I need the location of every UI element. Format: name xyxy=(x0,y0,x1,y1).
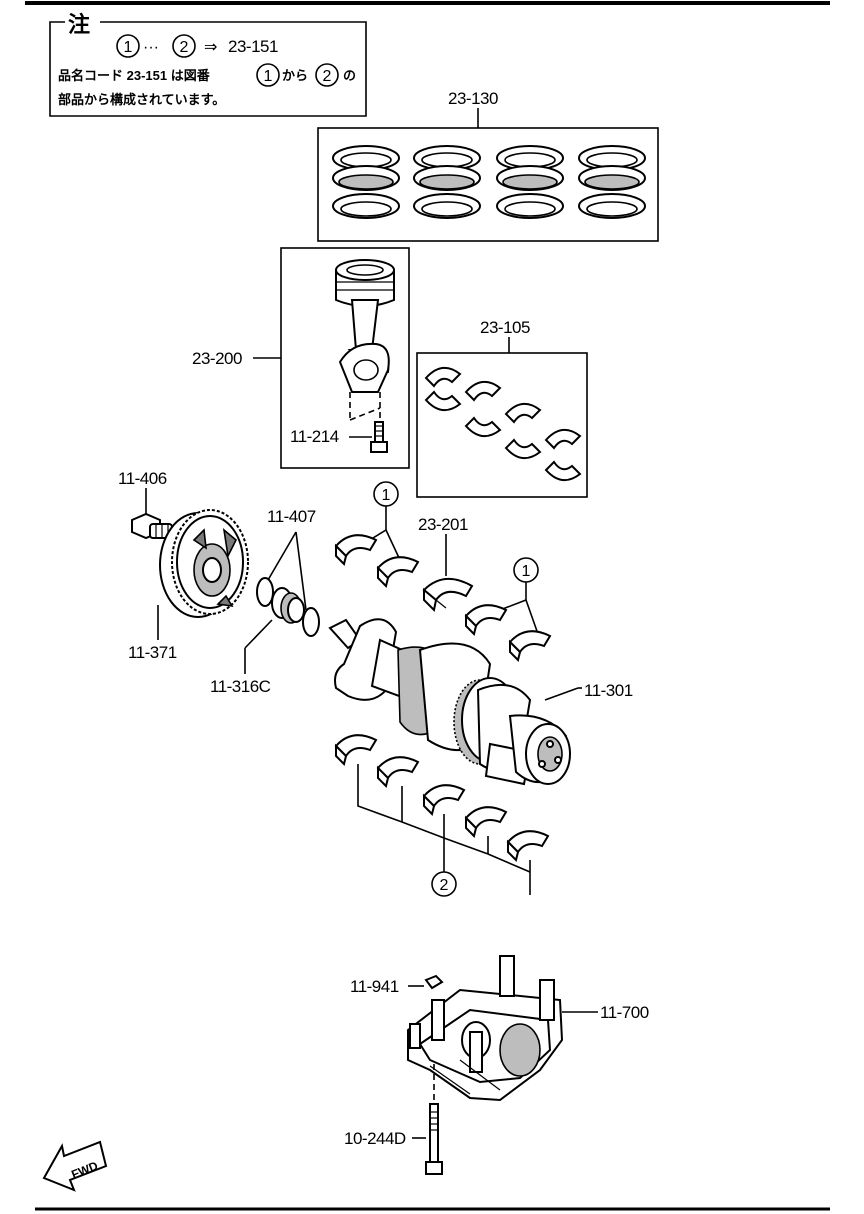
label-11-407: 11-407 xyxy=(267,507,316,526)
piston-connecting-rod-group: 23-200 11-214 xyxy=(192,247,410,469)
note-line2-c: の xyxy=(343,68,356,83)
upper-main-bearing-group: 1 23-201 1 xyxy=(334,481,552,662)
crankshaft xyxy=(328,618,571,786)
note-heading: 注 xyxy=(68,12,90,37)
main-bearing-lower-3 xyxy=(422,784,466,816)
note-line2-b: から xyxy=(282,68,308,83)
piston-ring-set-3 xyxy=(496,145,564,219)
main-bearing-upper-3 xyxy=(464,604,508,636)
piston-ring-set-1 xyxy=(332,145,400,219)
label-11-406: 11-406 xyxy=(118,469,167,488)
label-11-316c: 11-316C xyxy=(210,677,271,696)
rod-bearing-shell-4 xyxy=(544,429,582,481)
label-11-214: 11-214 xyxy=(290,427,339,446)
timing-gear xyxy=(271,587,305,624)
note-code: 23-151 xyxy=(228,37,278,56)
piston-connecting-rod xyxy=(335,259,395,393)
main-bearing-lower-1 xyxy=(334,734,378,766)
main-bearing-cap xyxy=(407,955,564,1102)
piston-ring-set-4 xyxy=(578,145,646,219)
note-box: 注 1 ··· 2 ⇒ 23-151 品名コード 23-151 は図番 1 から… xyxy=(49,12,367,117)
rod-bearing-shell-1 xyxy=(424,367,462,411)
pulley-bolt xyxy=(131,512,173,540)
label-11-371: 11-371 xyxy=(128,643,177,662)
main-bearing-lower-2 xyxy=(376,756,420,788)
crankshaft-pulley xyxy=(159,509,249,618)
piston-ring-set-2 xyxy=(413,145,481,219)
label-23-201: 23-201 xyxy=(418,515,468,534)
main-bearing-upper-4 xyxy=(508,630,552,662)
note-line2-a: 品名コード 23-151 は図番 xyxy=(58,68,211,83)
note-line2-circle-1: 1 xyxy=(264,68,273,85)
label-11-700: 11-700 xyxy=(600,1003,649,1022)
label-23-130: 23-130 xyxy=(448,89,498,108)
label-11-301: 11-301 xyxy=(584,681,633,700)
forward-direction-arrow: FWD xyxy=(42,1140,108,1192)
connecting-rod-bolt xyxy=(370,421,388,453)
main-bearing-upper-2 xyxy=(376,556,420,588)
main-bearing-cap-group: 11-941 11-700 10-244D xyxy=(344,955,649,1175)
label-11-941: 11-941 xyxy=(350,977,399,996)
thrust-washer-right xyxy=(302,607,320,637)
label-10-244d: 10-244D xyxy=(344,1129,406,1148)
thrust-washer-left xyxy=(256,577,274,607)
note-line3: 部品から構成されています。 xyxy=(58,92,225,107)
lower-main-bearing-group: 2 xyxy=(334,734,550,897)
pulley-group: 11-406 11-371 xyxy=(118,469,249,662)
note-line2-circle-2: 2 xyxy=(323,68,332,85)
note-circle-1: 1 xyxy=(124,39,133,56)
main-bearing-cap-bolt xyxy=(425,1103,443,1175)
locating-pin xyxy=(424,974,444,990)
callout-1-right: 1 xyxy=(522,563,531,580)
label-23-200: 23-200 xyxy=(192,349,242,368)
rod-bearing-shell-3 xyxy=(504,403,542,459)
note-ellipsis: ··· xyxy=(143,39,159,56)
callout-2-lower: 2 xyxy=(440,877,449,894)
piston-ring-set-group: 23-130 xyxy=(317,89,659,242)
crankshaft-group: 11-301 xyxy=(328,618,633,786)
main-bearing-upper-1 xyxy=(334,534,378,566)
note-circle-2: 2 xyxy=(180,39,189,56)
main-bearing-lower-4 xyxy=(464,806,508,838)
rod-bearing-group: 23-105 xyxy=(416,318,588,498)
thrust-washer-group: 11-407 11-316C xyxy=(210,507,320,696)
rod-bearing-shell-2 xyxy=(464,381,502,437)
callout-1-upper: 1 xyxy=(382,487,391,504)
label-23-105: 23-105 xyxy=(480,318,530,337)
main-bearing-lower-5 xyxy=(506,830,550,862)
thrust-main-bearing xyxy=(422,578,474,613)
note-arrow: ⇒ xyxy=(204,39,217,56)
